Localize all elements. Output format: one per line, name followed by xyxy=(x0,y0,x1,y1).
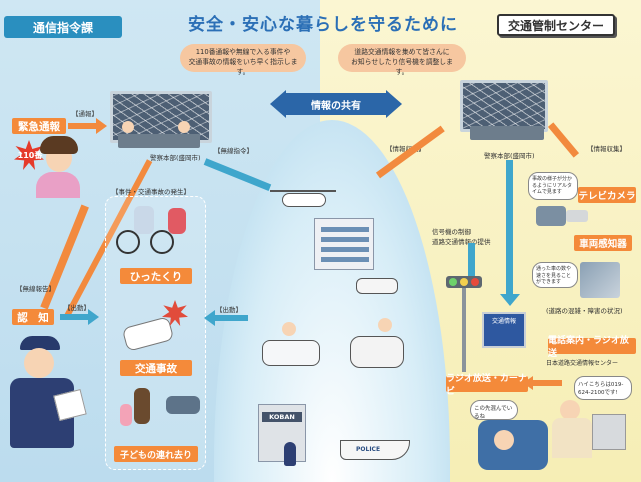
emergency-call-tag: 緊急通報 xyxy=(12,118,66,134)
signal-control-label: 信号機の制御 道路交通情報の提供 xyxy=(432,228,491,246)
car-icon xyxy=(166,396,200,414)
officer-face xyxy=(378,318,392,332)
phone-radio-tag: 電話案内・ラジオ放送 xyxy=(548,336,636,359)
right-hq-desk xyxy=(470,126,544,140)
koban-sign: KOBAN xyxy=(262,412,302,422)
left-description-bubble: 110番通報や無線で入る事件や 交通事故の情報をいち早く指示します。 xyxy=(180,44,306,76)
control-arrow-icon xyxy=(468,243,475,287)
left-hq-desk xyxy=(118,134,200,148)
driver-speech-bubble: この先混んでいるね xyxy=(470,400,518,420)
110-call-label: 110番 xyxy=(17,151,43,160)
shutsudo-label: 【出動】 xyxy=(64,304,90,312)
right-hq-label: 警察本部(盛岡市) xyxy=(484,152,535,160)
broadcast-arrow-icon xyxy=(528,380,562,386)
police-cap xyxy=(20,336,60,350)
child-figure xyxy=(120,404,132,426)
page-title: 安全・安心な暮らしを守るために xyxy=(188,15,458,35)
broadcast-arrow-head-icon xyxy=(523,376,533,390)
dispatch-arrow-icon xyxy=(214,315,248,321)
patrol-car-front-icon xyxy=(262,340,320,366)
right-section-tab: 交通管制センター xyxy=(497,14,615,36)
dispatch-arrow-head-icon xyxy=(88,309,99,325)
road-status-label: (道路の混雑・障害の状況) xyxy=(546,307,623,315)
sensor-speech-bubble: 通った車の数や速さを見ることができます xyxy=(532,262,578,288)
dispatch-arrow-icon xyxy=(60,314,90,320)
vehicle-sensor-tag: 車両感知器 xyxy=(574,235,632,251)
bicycle-wheel-icon xyxy=(150,230,174,254)
helicopter-rotor-icon xyxy=(270,190,336,192)
operator-icon xyxy=(122,121,134,133)
info-center-label: 日本道路交通情報センター xyxy=(546,360,619,367)
tv-camera-tag: テレビカメラ xyxy=(578,187,636,203)
road-scene xyxy=(580,262,620,298)
thief-figure xyxy=(134,206,154,234)
share-arrow-right-head xyxy=(386,90,402,118)
koban-officer xyxy=(284,442,296,466)
joho-shushu-right-label: 【情報収集】 xyxy=(587,145,626,153)
boat-label: POLICE xyxy=(356,446,381,453)
car-icon xyxy=(566,210,588,222)
share-arrow-left-head xyxy=(270,90,286,118)
desk-equipment-icon xyxy=(592,414,626,450)
radio-carnavi-tag: ラジオ放送・カーナビ xyxy=(446,374,528,397)
operator-speech-bubble: ハイこちらは019-624-2100です! xyxy=(574,376,632,400)
incident-label: 【事件・交通事故の発生】 xyxy=(112,188,190,196)
right-hq-monitor xyxy=(460,80,548,132)
driver-face xyxy=(494,430,514,450)
case-label: 交通事故 xyxy=(120,360,192,376)
caller-body xyxy=(36,172,80,198)
dispatch-arrow-head-icon xyxy=(204,310,215,326)
case-label: 子どもの連れ去り xyxy=(114,446,198,462)
patrol-car-icon xyxy=(356,278,398,294)
recognition-tag: 認 知 xyxy=(12,309,54,325)
police-station-building xyxy=(314,218,374,270)
traffic-info-sign-label: 交通情報 xyxy=(491,318,516,325)
operator-icon xyxy=(178,121,190,133)
helicopter-icon xyxy=(282,193,326,207)
victim-figure xyxy=(168,208,186,234)
left-section-tab: 通信指令課 xyxy=(4,16,122,38)
car-interior-scene xyxy=(478,420,548,470)
right-description-bubble: 道路交通情報を集めて皆さんに お知らせしたり信号機を調整します。 xyxy=(338,44,466,76)
shutsudo-label-2: 【出動】 xyxy=(216,306,242,314)
caller-hair xyxy=(40,136,78,154)
control-arrow-head-icon xyxy=(500,294,520,306)
operator-face xyxy=(560,400,580,420)
officer-face xyxy=(24,348,54,378)
adult-figure xyxy=(134,388,150,424)
traffic-info-sign: 交通情報 xyxy=(482,312,526,348)
call-arrow-icon xyxy=(68,123,98,129)
camera-speech-bubble: 事故の様子が分かるようにリアルタイムで見ます xyxy=(528,172,578,200)
truck-icon xyxy=(536,206,566,226)
police-motorcycle-icon xyxy=(350,336,404,368)
musen-hokoku-label: 【無線報告】 xyxy=(16,285,55,293)
officer-face xyxy=(282,322,296,336)
control-arrow-icon xyxy=(506,160,513,296)
signal-pole xyxy=(462,288,466,372)
left-hq-label: 警察本部(盛岡市) xyxy=(150,154,201,162)
tsuho-label: 【通報】 xyxy=(72,110,98,118)
call-arrow-head-icon xyxy=(96,118,107,134)
case-label: ひったくり xyxy=(120,268,192,284)
musen-shirei-label: 【無線指令】 xyxy=(214,147,253,155)
operator-body xyxy=(552,418,592,458)
bicycle-wheel-icon xyxy=(116,230,140,254)
joho-shushu-label: 【情報収集】 xyxy=(386,145,425,153)
traffic-signal-icon xyxy=(446,276,482,288)
information-sharing-arrow: 情報の共有 xyxy=(284,93,388,115)
